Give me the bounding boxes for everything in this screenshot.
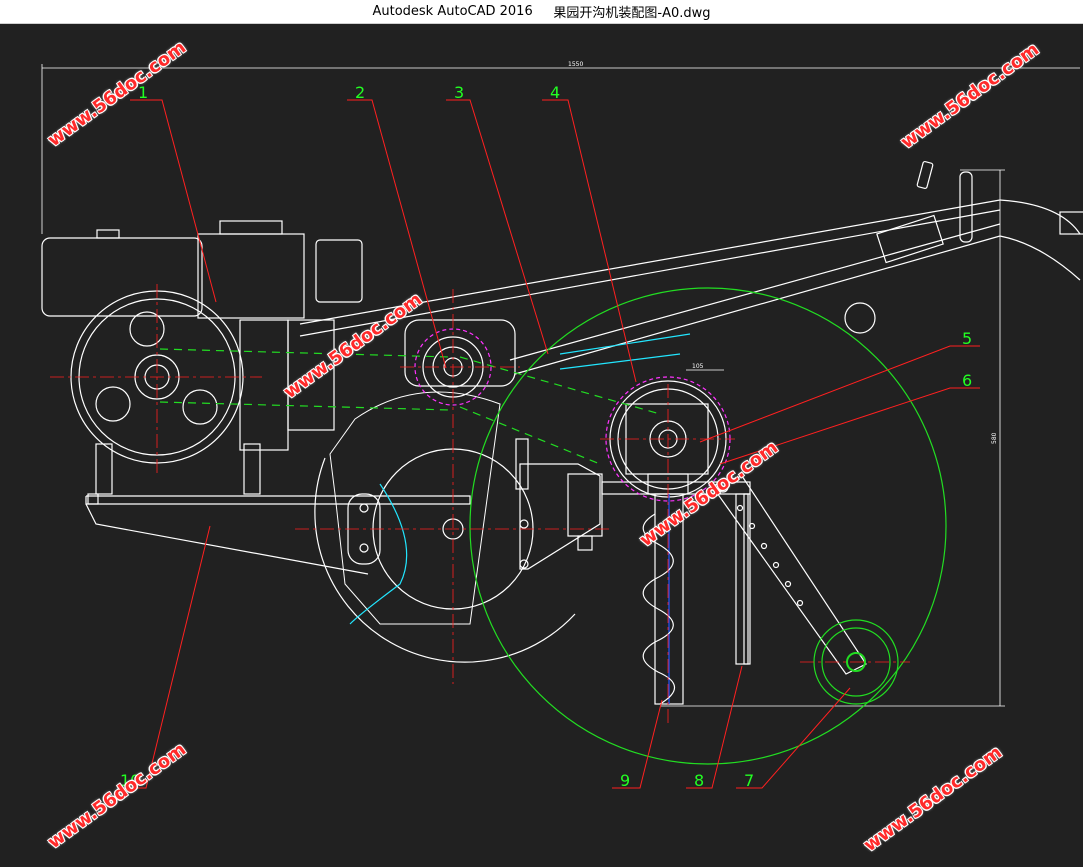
part-label-4: 4 [550,83,560,102]
part-label-8: 8 [694,771,704,790]
dimension-height: 580 [991,432,998,444]
app-title: Autodesk AutoCAD 2016 [372,4,533,19]
base-frame [85,495,471,505]
green-range-circle [469,287,947,765]
part-label-2: 2 [355,83,365,102]
part-label-9: 9 [620,771,630,790]
part-label-10: 10 [120,771,140,790]
dimension-box-width: 105 [692,363,704,370]
part-label-3: 3 [454,83,464,102]
window-title-bar: Autodesk AutoCAD 2016 果园开沟机装配图-A0.dwg [0,0,1083,24]
cad-drawing: 1 2 3 4 5 6 7 8 9 10 1550 580 105 [41,61,1083,790]
drawing-canvas[interactable]: 1 2 3 4 5 6 7 8 9 10 1550 580 105 www.56… [0,24,1083,867]
file-title: 果园开沟机装配图-A0.dwg [553,6,711,21]
fuel-tank [41,237,203,317]
dimension-length: 1550 [568,61,583,68]
auger-screw [642,513,676,705]
depth-arm [711,475,867,675]
handlebar-upper [299,199,1001,325]
part-label-7: 7 [744,771,754,790]
part-label-1: 1 [138,83,148,102]
part-label-6: 6 [962,371,972,390]
leader-lines [118,99,980,789]
part-label-5: 5 [962,329,972,348]
engine-body [197,233,305,319]
